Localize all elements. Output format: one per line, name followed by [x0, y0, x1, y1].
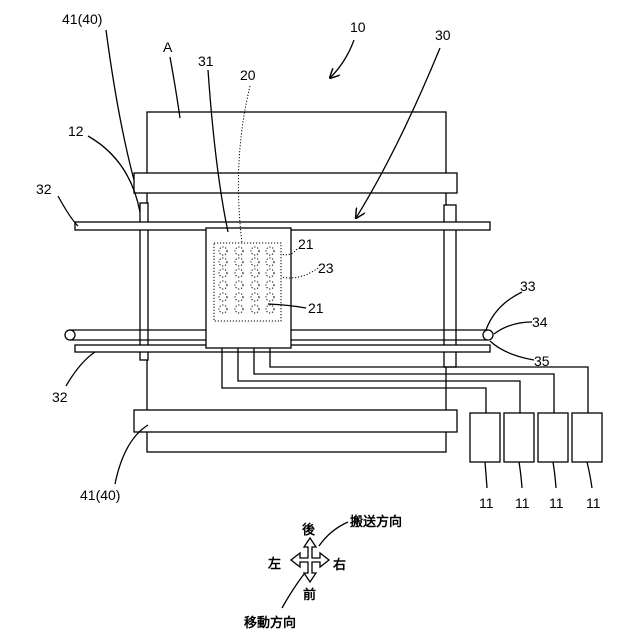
label-head-4: 11 — [586, 495, 601, 511]
label-belt-lower: 35 — [534, 353, 550, 369]
bar-top — [134, 173, 457, 193]
label-nozzle-bottom: 21 — [308, 300, 324, 316]
head-box-1 — [470, 413, 500, 462]
direction-transport: 搬送方向 — [350, 514, 402, 530]
direction-cross-arrow — [291, 538, 329, 582]
medium-sheet — [147, 112, 446, 452]
carriage — [206, 228, 291, 348]
label-device: 10 — [350, 19, 366, 35]
label-head-2: 11 — [515, 495, 530, 511]
direction-left: 左 — [268, 556, 281, 572]
label-nozzle-area: 23 — [318, 260, 334, 276]
label-head-3: 11 — [549, 495, 564, 511]
pulley-left — [65, 330, 75, 340]
label-carriage: 31 — [198, 53, 214, 69]
bar-bottom — [134, 410, 457, 432]
head-box-3 — [538, 413, 568, 462]
label-head-1: 11 — [479, 495, 494, 511]
label-bar-top: 41(40) — [62, 11, 102, 27]
label-nozzle-top: 21 — [298, 236, 314, 252]
pulley-right — [483, 330, 493, 340]
label-rail-top: 32 — [36, 181, 52, 197]
label-frame: 12 — [68, 123, 84, 139]
head-box-4 — [572, 413, 602, 462]
label-medium: A — [163, 39, 173, 55]
direction-front: 前 — [303, 587, 316, 603]
label-rail-bottom: 32 — [52, 389, 68, 405]
direction-back: 後 — [302, 522, 316, 538]
direction-right: 右 — [332, 557, 346, 573]
head-leaders — [485, 462, 592, 488]
head-box-2 — [504, 413, 534, 462]
label-bar-bottom: 41(40) — [80, 487, 120, 503]
label-head-unit: 20 — [240, 67, 256, 83]
label-conveyor: 30 — [435, 27, 451, 43]
label-belt: 33 — [520, 278, 536, 294]
transport-leader — [319, 522, 348, 546]
movement-leader — [282, 574, 304, 608]
label-pulley: 34 — [532, 314, 548, 330]
direction-movement: 移動方向 — [244, 615, 296, 631]
